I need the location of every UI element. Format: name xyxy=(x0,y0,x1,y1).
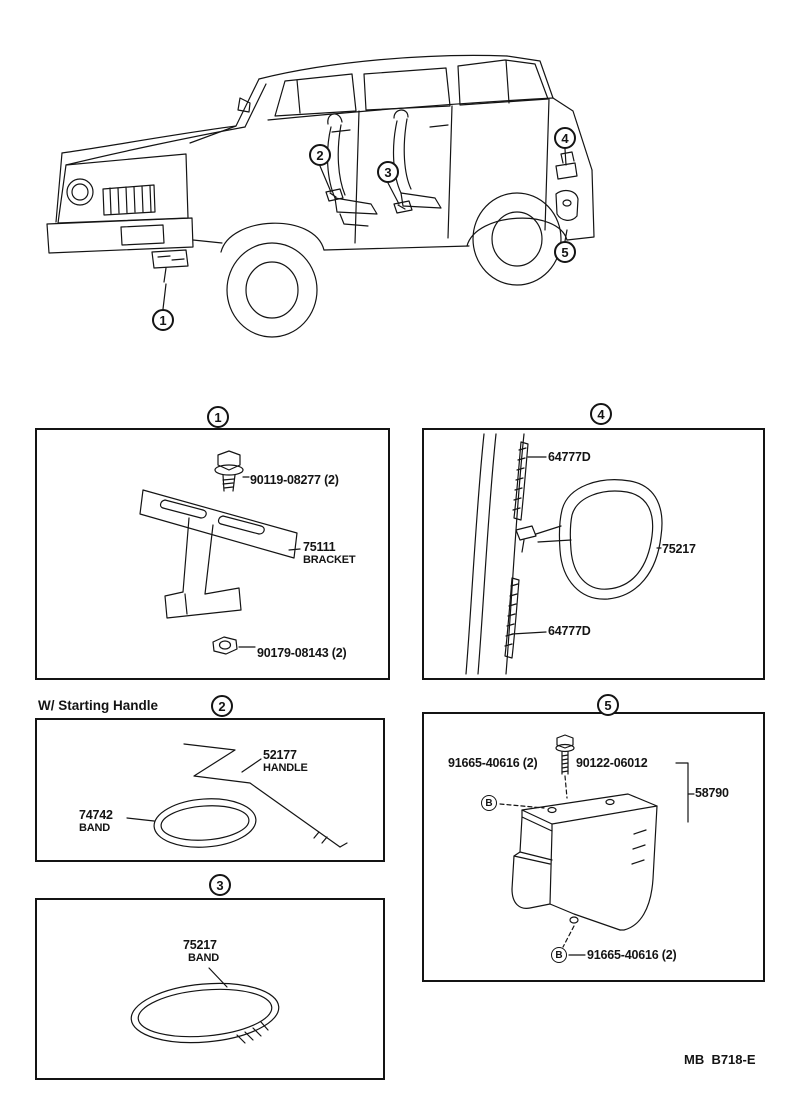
part-number: 75111 xyxy=(303,540,336,554)
part-number: 74742 xyxy=(79,808,113,822)
leader-line xyxy=(511,631,547,635)
callout-number: 1 xyxy=(159,312,167,328)
part-name: BAND xyxy=(79,822,110,835)
part-number: 52177 xyxy=(263,748,297,762)
box-callout-3: 3 xyxy=(209,874,231,896)
bracket-58790-drawing xyxy=(511,793,658,931)
fastener-symbol-b-bottom: B xyxy=(551,947,567,963)
band-drawing xyxy=(153,798,257,848)
part-location-markers xyxy=(151,151,579,283)
detail-box-5: 91665-40616 (2) 90122-06012 58790 91665-… xyxy=(422,712,765,982)
part-label-screw-bottom: 91665-40616 (2) xyxy=(587,948,677,962)
leader-line xyxy=(288,548,301,551)
vehicle-callout-2: 2 xyxy=(309,144,331,166)
part-label-bolt: 90119-08277 (2) xyxy=(250,473,339,487)
vehicle-callout-5: 5 xyxy=(554,241,576,263)
page-code: MB B718-E xyxy=(684,1052,756,1067)
starting-handle-note: W/ Starting Handle xyxy=(38,698,159,713)
part-label-nut: 90179-08143 (2) xyxy=(257,646,347,660)
callout-number: 4 xyxy=(597,406,605,422)
box1-artwork xyxy=(139,450,301,655)
box4-artwork xyxy=(465,433,663,675)
fastener-symbol-b-top: B xyxy=(481,795,497,811)
detail-box-2: 52177 HANDLE 74742 BAND xyxy=(35,718,385,862)
part-label-band: 75217 xyxy=(662,542,696,556)
leader-line xyxy=(241,758,262,773)
weatherstrip-bottom-drawing xyxy=(504,577,520,659)
weatherstrip-top-drawing xyxy=(512,441,529,521)
detail-box-4: 64777D 75217 64777D xyxy=(422,428,765,680)
box-callout-5: 5 xyxy=(597,694,619,716)
part-label-weatherstrip-bottom: 64777D xyxy=(548,624,591,638)
part-label-band: 75217 BAND xyxy=(183,938,219,965)
band-drawing xyxy=(130,982,280,1044)
part-name: BRACKET xyxy=(303,554,356,567)
callout-leader-lines xyxy=(162,148,568,310)
nut-icon xyxy=(212,636,238,655)
callout-number: 4 xyxy=(561,130,569,146)
vehicle-body xyxy=(46,54,595,338)
leader-line xyxy=(126,817,155,822)
box3-artwork xyxy=(130,967,280,1044)
vehicle-illustration xyxy=(46,54,595,338)
band-loop-drawing xyxy=(535,479,663,600)
callout-number: 1 xyxy=(214,409,222,425)
part-label-handle: 52177 HANDLE xyxy=(263,748,308,775)
part-number: 75217 xyxy=(183,938,217,952)
callout-number: 3 xyxy=(384,164,392,180)
vehicle-callout-4: 4 xyxy=(554,127,576,149)
starting-handle-drawing xyxy=(183,743,348,848)
box-callout-4: 4 xyxy=(590,403,612,425)
box-callout-2: 2 xyxy=(211,695,233,717)
bolt-icon xyxy=(214,450,244,492)
bolt-icon xyxy=(555,734,575,775)
callout-number: 2 xyxy=(316,147,324,163)
box5-artwork xyxy=(499,734,695,956)
vehicle-callout-3: 3 xyxy=(377,161,399,183)
bracket-75111-drawing xyxy=(139,489,298,619)
part-label-weatherstrip-top: 64777D xyxy=(548,450,591,464)
part-label-bracket: 75111 BRACKET xyxy=(303,540,356,567)
part-name: HANDLE xyxy=(263,762,308,775)
part-label-bracket: 58790 xyxy=(695,786,729,800)
box2-artwork xyxy=(126,743,348,848)
detail-box-1: 90119-08277 (2) 75111 BRACKET 90179-0814… xyxy=(35,428,390,680)
leader-line xyxy=(208,967,228,988)
part-label-screw-top: 91665-40616 (2) xyxy=(448,756,538,770)
callout-number: 5 xyxy=(604,697,612,713)
callout-number: 5 xyxy=(561,244,569,260)
clip-drawing xyxy=(515,525,537,553)
detail-box-3: 75217 BAND xyxy=(35,898,385,1080)
pillar-section-drawing xyxy=(465,433,525,675)
callout-number: 3 xyxy=(216,877,224,893)
vehicle-interior-seats xyxy=(326,109,442,227)
part-label-bolt: 90122-06012 xyxy=(576,756,648,770)
part-name: BAND xyxy=(188,952,219,965)
group-bracket-line xyxy=(675,762,695,823)
callout-number: 2 xyxy=(218,698,226,714)
part-label-band: 74742 BAND xyxy=(79,808,113,835)
box-callout-1: 1 xyxy=(207,406,229,428)
vehicle-callout-1: 1 xyxy=(152,309,174,331)
